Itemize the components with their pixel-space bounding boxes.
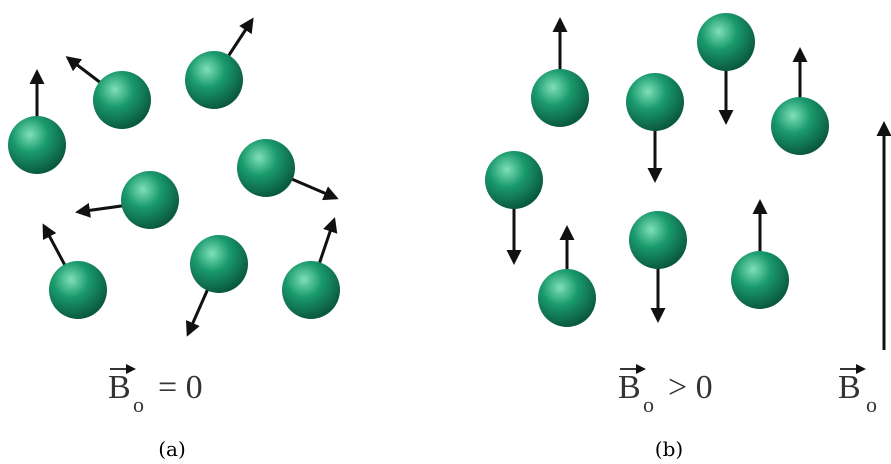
field-label-cropped: B o	[838, 364, 877, 417]
spin-b-7	[629, 211, 687, 323]
spin-b-8	[731, 199, 789, 309]
spin-a-1	[65, 56, 151, 129]
caption-b: (b)	[655, 437, 683, 461]
field-subscript-a: o	[133, 392, 144, 417]
field-relation-a: = 0	[158, 369, 203, 406]
spin-a-2	[8, 69, 66, 174]
spin-b-2	[697, 13, 755, 125]
field-label-a: B o = 0	[108, 364, 203, 417]
spin-a-8	[282, 217, 340, 319]
panel-a: B o = 0 (a)	[8, 17, 340, 461]
spin-a-6	[42, 223, 107, 319]
field-symbol-b: B	[618, 369, 641, 406]
spin-a-3	[185, 17, 254, 109]
caption-a: (a)	[158, 437, 186, 461]
field-relation-b: > 0	[668, 369, 713, 406]
field-symbol-cropped: B	[838, 369, 861, 406]
spin-a-5	[75, 171, 179, 229]
spin-b-5	[485, 151, 543, 265]
spin-b-4	[771, 47, 829, 155]
panel-b: B o > 0 B o (b)	[485, 13, 891, 461]
spin-b-1	[531, 17, 589, 127]
field-symbol-a: B	[108, 369, 131, 406]
spin-b-6	[538, 225, 596, 327]
field-subscript-b: o	[643, 392, 654, 417]
spin-a-4	[237, 139, 339, 201]
spin-a-7	[185, 235, 248, 337]
spin-b-3	[626, 73, 684, 183]
field-label-b: B o > 0	[618, 364, 713, 417]
field-subscript-cropped: o	[866, 392, 877, 417]
